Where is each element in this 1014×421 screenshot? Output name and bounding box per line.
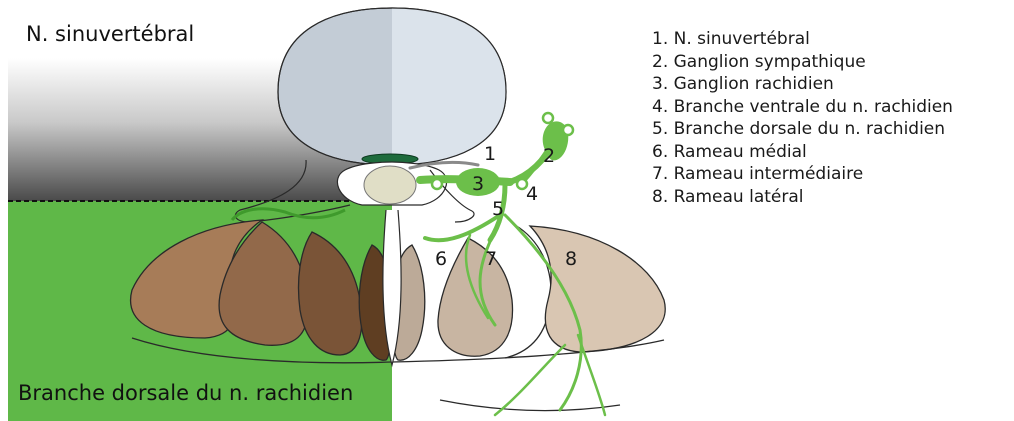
right-muscles [393, 225, 665, 360]
marker-4: 4 [526, 183, 538, 205]
sinuvertebral-region-title: N. sinuvertébral [26, 22, 194, 46]
legend-item: 2. Ganglion sympathique [652, 51, 953, 74]
legend-item: 8. Rameau latéral [652, 186, 953, 209]
marker-1: 1 [484, 143, 496, 165]
legend-item: 3. Ganglion rachidien [652, 73, 953, 96]
marker-7: 7 [485, 248, 497, 270]
medial-ramus [425, 215, 500, 240]
marker-8: 8 [565, 248, 577, 270]
marker-3: 3 [472, 173, 484, 195]
marker-6: 6 [435, 248, 447, 270]
lateral-ramus-branch-a [495, 345, 565, 415]
legend-item: 6. Rameau médial [652, 141, 953, 164]
ganglion-node-a [543, 113, 553, 123]
muscle-lateral-right [530, 226, 665, 352]
legend-item: 7. Rameau intermédiaire [652, 163, 953, 186]
dorsal-branch-region-title: Branche dorsale du n. rachidien [18, 381, 353, 405]
skin-line [440, 400, 620, 411]
spinal-ganglion-faded [364, 166, 416, 204]
legend-item: 1. N. sinuvertébral [652, 28, 953, 51]
ganglion-node-d [432, 179, 442, 189]
vertebral-body-right-shade [392, 8, 506, 165]
ganglion-node-b [563, 125, 573, 135]
legend: 1. N. sinuvertébral 2. Ganglion sympathi… [652, 28, 953, 208]
marker-5: 5 [492, 198, 504, 220]
legend-item: 5. Branche dorsale du n. rachidien [652, 118, 953, 141]
legend-item: 4. Branche ventrale du n. rachidien [652, 96, 953, 119]
marker-2: 2 [543, 145, 555, 167]
